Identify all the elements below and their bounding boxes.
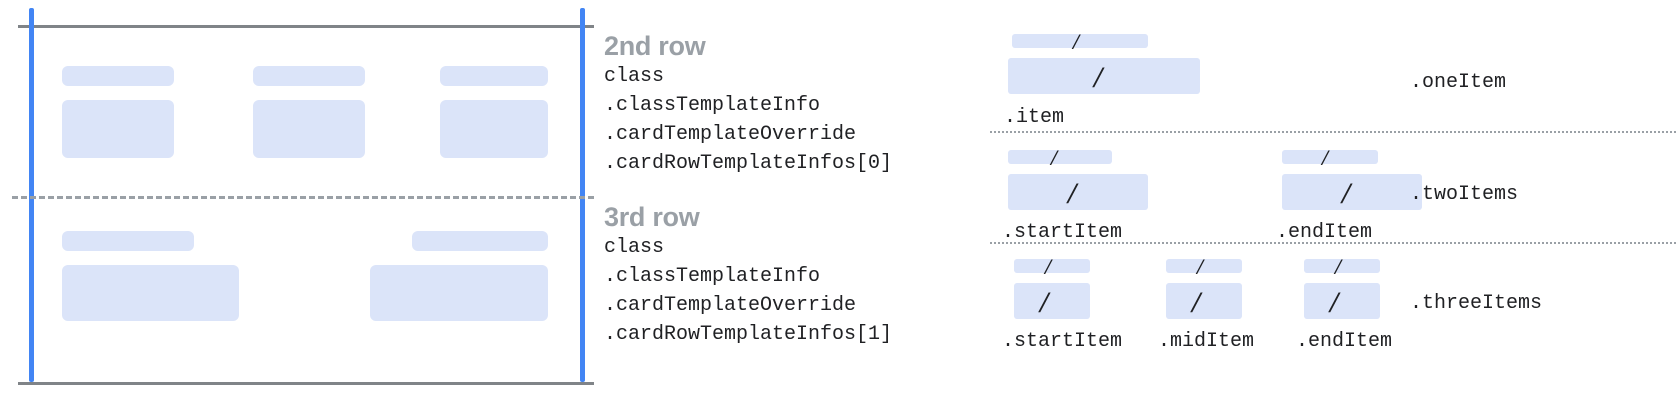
item-layout-variants: / / .item .oneItem / / .startItem / / <box>984 0 1676 412</box>
item-name-label: .item <box>1004 106 1065 129</box>
row-code-line: .cardRowTemplateInfos[0] <box>604 152 893 175</box>
item-label-bar <box>1304 259 1380 273</box>
variant-band-two-items: / / .startItem / / .endItem .twoItems <box>984 132 1676 244</box>
variant-divider-dotted <box>990 242 1676 244</box>
item-label-bar <box>1008 150 1112 164</box>
row-code-line: .classTemplateInfo <box>604 94 821 117</box>
row-code-line: class <box>604 236 665 259</box>
item-name-label: .endItem <box>1296 330 1393 353</box>
variant-band-one-item: / / .item .oneItem <box>984 0 1676 130</box>
item-content-bar <box>1008 58 1200 94</box>
row-description-group: 3rd row class .classTemplateInfo .cardTe… <box>604 201 892 349</box>
item-name-label: .midItem <box>1158 330 1255 353</box>
variant-divider-dotted <box>990 131 1676 133</box>
variant-band-three-items: / / .startItem / / .midItem / / .endItem… <box>984 243 1676 353</box>
item-content-bar <box>1166 283 1242 319</box>
preview-label-bar <box>62 66 174 86</box>
row-code-line: .cardTemplateOverride <box>604 294 857 317</box>
item-content-bar <box>1282 174 1422 210</box>
row-code-line: .cardRowTemplateInfos[1] <box>604 323 893 346</box>
centerline-slash: / <box>1094 61 1103 94</box>
row-code-line: class <box>604 65 665 88</box>
row-code-line: .classTemplateInfo <box>604 265 821 288</box>
item-name-label: .startItem <box>1002 221 1123 244</box>
centerline-slash: / <box>1197 254 1204 279</box>
row-title: 2nd row <box>604 31 706 61</box>
preview-content-bar <box>253 100 365 158</box>
preview-content-bar <box>370 265 548 321</box>
item-content-bar <box>1304 283 1380 319</box>
card-row-template-preview <box>0 0 594 412</box>
row-code-line: .cardTemplateOverride <box>604 123 857 146</box>
item-name-label: .startItem <box>1002 330 1123 353</box>
centerline-slash: / <box>1192 286 1201 319</box>
row-descriptions: 2nd row class .classTemplateInfo .cardTe… <box>604 0 984 412</box>
variant-name-label: .oneItem <box>1410 71 1507 94</box>
centerline-slash: / <box>1051 145 1058 170</box>
centerline-slash: / <box>1073 29 1080 54</box>
preview-content-bar <box>62 265 239 321</box>
item-label-bar <box>1166 259 1242 273</box>
left-margin-guide <box>29 8 34 382</box>
preview-content-bar <box>440 100 548 158</box>
row-divider-dashed <box>12 196 594 199</box>
variant-name-label: .threeItems <box>1410 292 1543 315</box>
bottom-boundary-rule <box>18 382 594 385</box>
centerline-slash: / <box>1330 286 1339 319</box>
centerline-slash: / <box>1068 177 1077 210</box>
item-label-bar <box>1014 259 1090 273</box>
row-title: 3rd row <box>604 202 700 232</box>
item-content-bar <box>1008 174 1148 210</box>
centerline-slash: / <box>1335 254 1342 279</box>
row-description-group: 2nd row class .classTemplateInfo .cardTe… <box>604 30 892 178</box>
item-label-bar <box>1012 34 1148 48</box>
top-boundary-rule <box>18 25 594 28</box>
preview-label-bar <box>253 66 365 86</box>
centerline-slash: / <box>1045 254 1052 279</box>
centerline-slash: / <box>1322 145 1329 170</box>
centerline-slash: / <box>1040 286 1049 319</box>
preview-content-bar <box>62 100 174 158</box>
centerline-slash: / <box>1342 177 1351 210</box>
preview-label-bar <box>412 231 548 251</box>
item-content-bar <box>1014 283 1090 319</box>
item-name-label: .endItem <box>1276 221 1373 244</box>
right-margin-guide <box>580 8 585 382</box>
variant-name-label: .twoItems <box>1410 183 1519 206</box>
item-label-bar <box>1282 150 1378 164</box>
preview-label-bar <box>62 231 194 251</box>
preview-label-bar <box>440 66 548 86</box>
